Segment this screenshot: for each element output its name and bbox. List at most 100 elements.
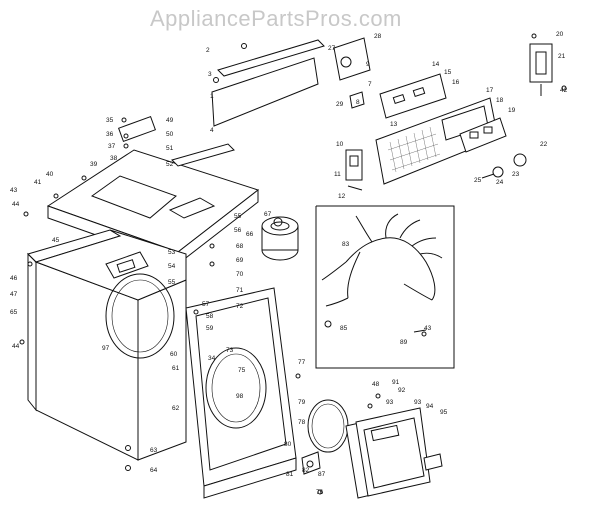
part-label: 16	[452, 79, 460, 86]
part-label: 49	[166, 117, 174, 124]
part-label: 95	[440, 409, 448, 416]
part-label: 18	[496, 97, 504, 104]
part-label: 54	[168, 263, 176, 270]
part-label: 1	[210, 93, 214, 100]
part-label: 73	[226, 347, 234, 354]
part-label: 8	[356, 99, 360, 106]
part-label: 93	[386, 399, 394, 406]
watermark-text: AppliancePartsPros.com	[150, 6, 402, 31]
part-label: 98	[236, 393, 244, 400]
part-label: 20	[556, 31, 564, 38]
part-label: 46	[10, 275, 18, 282]
part-label: 22	[540, 141, 548, 148]
part-label: 62	[172, 405, 180, 412]
part-label: 38	[110, 155, 118, 162]
part-label: 36	[106, 131, 114, 138]
control-console	[375, 73, 507, 185]
door-assembly	[345, 407, 443, 499]
part-label: 13	[390, 121, 398, 128]
part-label: 7	[368, 81, 372, 88]
cabinet-body	[27, 229, 187, 461]
part-label: 91	[392, 379, 400, 386]
part-label: 83	[342, 241, 350, 248]
part-label: 44	[12, 201, 20, 208]
part-label: 10	[336, 141, 344, 148]
part-number-labels: 2 3 4 1 28 27 9 7 29 8 14 15 16 13 17 18…	[10, 31, 568, 496]
part-label: 35	[106, 117, 114, 124]
part-label: 3	[208, 71, 212, 78]
knob-assembly	[481, 153, 527, 179]
part-label: 55	[234, 213, 242, 220]
part-label: 94	[426, 403, 434, 410]
part-label: 24	[496, 179, 504, 186]
part-label: 56	[234, 227, 242, 234]
part-label: 17	[486, 87, 494, 94]
part-label: 80	[284, 441, 292, 448]
part-label: 65	[10, 309, 18, 316]
part-label: 72	[236, 303, 244, 310]
part-label: 82	[302, 467, 310, 474]
control-bracket	[333, 37, 371, 109]
part-label: 66	[246, 231, 254, 238]
part-label: 85	[340, 325, 348, 332]
part-label: 34	[208, 355, 216, 362]
part-label: 97	[102, 345, 110, 352]
part-label: 68	[236, 243, 244, 250]
part-label: 70	[236, 271, 244, 278]
part-label: 41	[34, 179, 42, 186]
part-label: 44	[12, 343, 20, 350]
part-label: 57	[202, 301, 210, 308]
part-label: 52	[166, 161, 174, 168]
part-label: 51	[166, 145, 174, 152]
part-label: 63	[150, 447, 158, 454]
part-label: 39	[90, 161, 98, 168]
part-label: 9	[366, 61, 370, 68]
part-label: 19	[508, 107, 516, 114]
door-gasket	[307, 399, 349, 453]
part-label: 55	[168, 279, 176, 286]
wire-harness-panel	[315, 205, 455, 369]
part-label: 45	[52, 237, 60, 244]
part-label: 25	[474, 177, 482, 184]
part-label: 79	[298, 399, 306, 406]
part-label: 64	[150, 467, 158, 474]
part-label: 76	[316, 489, 324, 496]
fasteners	[19, 33, 567, 495]
part-label: 21	[558, 53, 566, 60]
part-label: 71	[236, 287, 244, 294]
part-label: 50	[166, 131, 174, 138]
part-label: 29	[336, 101, 344, 108]
part-label: 47	[10, 291, 18, 298]
timer-bracket	[529, 43, 553, 96]
part-label: 87	[318, 471, 326, 478]
part-label: 28	[374, 33, 382, 40]
part-label: 92	[398, 387, 406, 394]
part-label: 48	[372, 381, 380, 388]
part-label: 59	[206, 325, 214, 332]
door-latch	[301, 451, 321, 475]
part-label: 15	[444, 69, 452, 76]
part-label: 37	[108, 143, 116, 150]
part-label: 67	[264, 211, 272, 218]
part-label: 2	[206, 47, 210, 54]
part-label: 14	[432, 61, 440, 68]
part-label: 89	[400, 339, 408, 346]
part-label: 23	[512, 171, 520, 178]
part-label: 43	[10, 187, 18, 194]
switch-bracket	[345, 149, 363, 191]
part-label: 42	[560, 87, 568, 94]
part-label: 4	[210, 127, 214, 134]
part-label: 77	[298, 359, 306, 366]
part-label: 61	[172, 365, 180, 372]
part-label: 81	[286, 471, 294, 478]
blower-housing	[105, 251, 149, 279]
top-rail	[211, 39, 325, 127]
part-label: 69	[236, 257, 244, 264]
part-label: 11	[334, 171, 341, 178]
drum-pulley	[261, 216, 299, 261]
part-label: 58	[206, 313, 214, 320]
part-label: 75	[238, 367, 246, 374]
part-label: 43	[424, 325, 432, 332]
front-panel	[185, 287, 297, 499]
